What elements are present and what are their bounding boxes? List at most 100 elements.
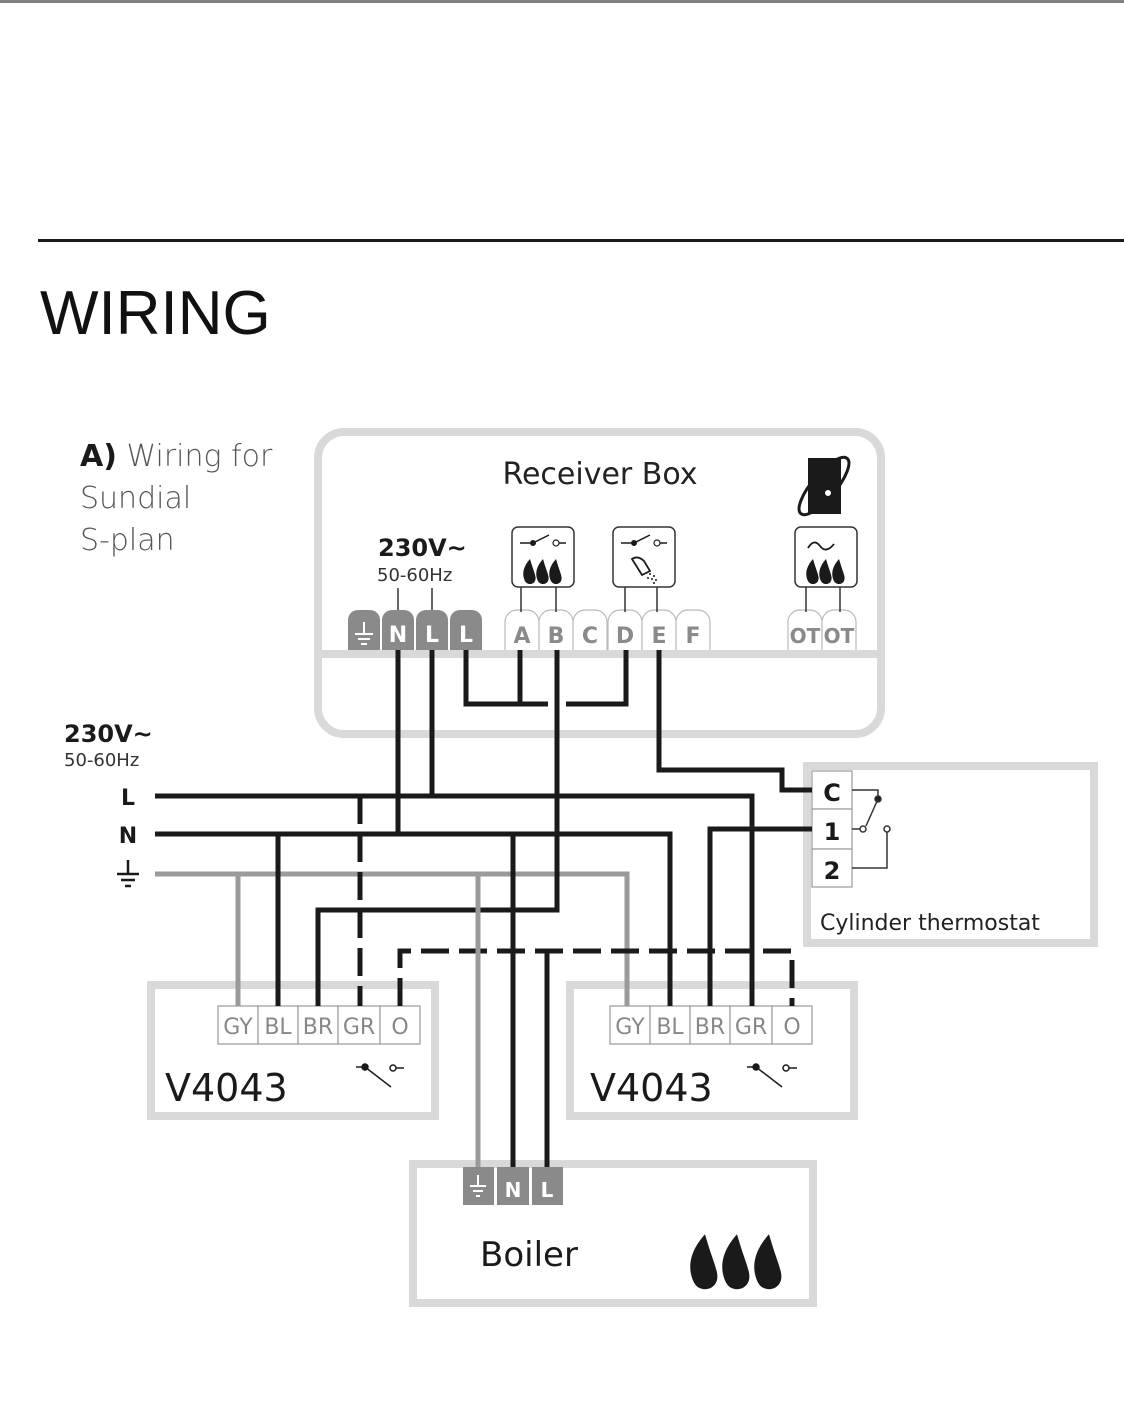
terminal-ot-label: OT (824, 624, 855, 648)
terminal-f-label: F (685, 624, 700, 649)
receiver-box-title: Receiver Box (502, 457, 697, 492)
earth-icon (117, 860, 139, 888)
valve-2: GY BL BR GR O V4043 (566, 981, 858, 1120)
section-title-line-3: S-plan (80, 523, 175, 558)
terminal-c-label: C (582, 624, 598, 649)
terminal-n-label: N (389, 623, 407, 648)
valve-terminal-o[interactable] (379, 1005, 421, 1045)
top-border (0, 0, 1124, 3)
terminal-e[interactable] (641, 609, 677, 650)
section-label: A) (80, 439, 117, 474)
switch-hot-water-icon (612, 526, 676, 612)
boiler-terminal-l-label: L (541, 1178, 554, 1202)
section-divider (38, 239, 1124, 242)
boiler-terminal-n[interactable] (497, 1167, 529, 1205)
terminal-a[interactable] (504, 609, 540, 650)
boiler-label: Boiler (480, 1235, 578, 1275)
opentherm-heating-icon (794, 526, 858, 612)
valve-terminal-br[interactable] (689, 1005, 731, 1045)
wire-link-l-a (463, 650, 548, 707)
valve-1: GY BL BR GR O V4043 (147, 981, 439, 1120)
valve-terminal-label: BL (656, 1015, 684, 1040)
valve-terminal-label: GR (343, 1015, 375, 1040)
valve-switch-icon (747, 1063, 797, 1088)
mains-neutral-label: N (119, 824, 137, 849)
valve-terminal-label: BL (264, 1015, 292, 1040)
receiver-box: Receiver Box 230V~ 50-60Hz N L L (314, 428, 885, 738)
thermostat-switch-icon (852, 789, 891, 869)
terminal-l2-label: L (459, 623, 473, 648)
cylinder-thermostat-border (803, 762, 1098, 947)
valve-terminal-gr[interactable] (729, 1005, 773, 1045)
valve-terminal-label: GR (735, 1015, 767, 1040)
receiver-power-terminals: N L L (348, 610, 482, 650)
wire-mains-earth (155, 871, 630, 1006)
cylinder-thermostat-label: Cylinder thermostat (820, 911, 1040, 936)
terminal-c-label: C (823, 779, 841, 807)
wire-b-to-valve1-br (315, 650, 560, 1006)
terminal-2-label: 2 (824, 857, 841, 885)
section-heading: A) Wiring for Sundial S-plan (80, 436, 272, 562)
valve-terminal-label: GY (223, 1015, 253, 1040)
mains-supply: 230V~ 50-60Hz L N (64, 720, 153, 888)
mains-line-label: L (121, 786, 135, 811)
terminal-ot-1[interactable] (787, 609, 823, 650)
terminal-l1[interactable] (416, 610, 448, 650)
valve-terminal-gy[interactable] (217, 1005, 259, 1045)
page-title: WIRING (40, 279, 271, 348)
boiler: N L Boiler (409, 1160, 817, 1307)
boiler-border (409, 1160, 817, 1307)
valve-1-model: V4043 (165, 1066, 288, 1110)
receiver-supply-voltage: 230V~ (378, 534, 467, 562)
mains-voltage: 230V~ (64, 720, 153, 748)
valve-terminal-bl[interactable] (649, 1005, 691, 1045)
boiler-terminal-n-label: N (505, 1178, 522, 1202)
valve-terminal-label: BR (303, 1015, 333, 1040)
mains-freq: 50-60Hz (64, 750, 139, 771)
valve-2-model: V4043 (590, 1066, 713, 1110)
wireless-logo-icon (797, 455, 851, 517)
cylinder-thermostat: C 1 2 Cylinder thermostat (803, 762, 1098, 947)
thermostat-terminal-c[interactable] (811, 770, 853, 810)
wire-mains-neutral (155, 831, 673, 1006)
receiver-box-border (314, 428, 885, 738)
switch-heating-icon (511, 526, 575, 612)
thermostat-terminal-2[interactable] (811, 848, 853, 888)
flame-icon (690, 1234, 782, 1290)
terminal-a-label: A (513, 624, 530, 649)
section-title-line-2: Sundial (80, 481, 192, 516)
terminal-b-label: B (548, 624, 565, 649)
valve-terminal-label: BR (695, 1015, 725, 1040)
wire-link-d (566, 650, 629, 707)
valve-switch-icon (356, 1063, 404, 1088)
boiler-terminal-l[interactable] (532, 1167, 563, 1205)
terminal-n[interactable] (382, 610, 414, 650)
earth-icon (470, 1175, 486, 1197)
valve-1-border (147, 981, 439, 1120)
valve-terminal-br[interactable] (297, 1005, 339, 1045)
wires (155, 650, 812, 1167)
receiver-supply-freq: 50-60Hz (377, 565, 452, 586)
wire-valves-orange (397, 948, 795, 1006)
terminal-1-label: 1 (824, 818, 841, 846)
earth-icon (355, 622, 373, 645)
valve-terminal-gy[interactable] (609, 1005, 651, 1045)
terminal-e-label: E (651, 624, 666, 649)
terminal-c[interactable] (572, 609, 608, 650)
terminal-ot-label: OT (790, 624, 821, 648)
terminal-d-label: D (616, 624, 634, 649)
valve-terminal-label: GY (615, 1015, 645, 1040)
valve-terminal-label: O (783, 1015, 800, 1040)
terminal-l2[interactable] (450, 610, 482, 650)
terminal-l1-label: L (425, 623, 439, 648)
wire-mains-live (155, 793, 755, 1006)
terminal-f[interactable] (675, 609, 711, 650)
terminal-ot-2[interactable] (821, 609, 857, 650)
valve-terminal-gr[interactable] (337, 1005, 381, 1045)
valve-terminal-label: O (391, 1015, 408, 1040)
section-title-line-1: Wiring for (126, 439, 273, 474)
wire-thermostat-1-to-valve2-br (707, 826, 812, 1006)
